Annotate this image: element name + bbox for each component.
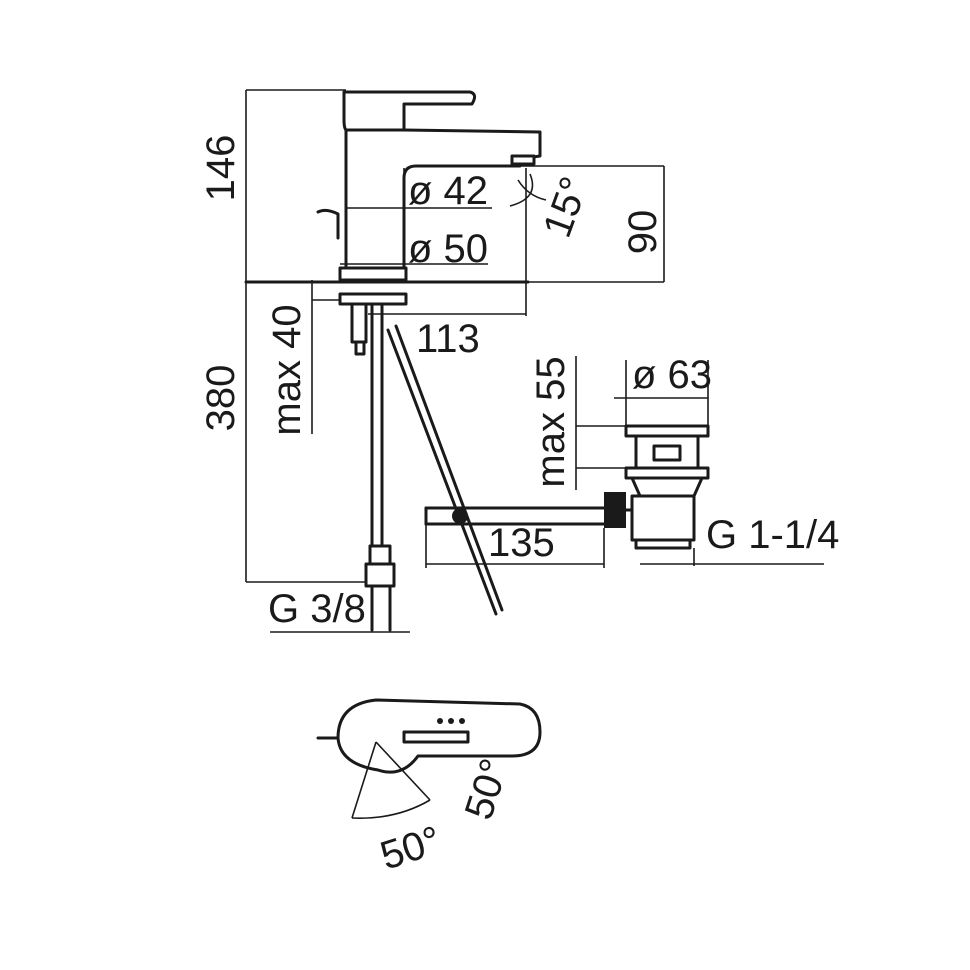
rod-joint (452, 508, 468, 524)
dim-146: 146 (199, 135, 243, 202)
popup-lever (316, 208, 340, 240)
base-ring (338, 266, 408, 282)
dim-113: 113 (416, 317, 480, 361)
faucet-side-view (244, 90, 542, 632)
rod-connector (604, 492, 626, 528)
dim-380: 380 (199, 365, 243, 432)
dimension-lines (245, 89, 824, 633)
dim-rotation-left: 50° (375, 818, 446, 879)
deck-washer (338, 292, 408, 306)
dim-rotation-right: 50° (457, 754, 518, 825)
dim-90: 90 (621, 210, 665, 255)
lever-slot (402, 730, 470, 744)
hose-nut-top (368, 544, 392, 566)
lever-handle (342, 90, 477, 132)
dim-spout-diameter: ø 42 (408, 169, 488, 213)
waste-valve (604, 424, 710, 550)
faucet-top-view (316, 698, 542, 819)
threaded-stud (350, 302, 368, 344)
dim-spout-angle: 15° (535, 171, 597, 243)
pull-rod (386, 324, 608, 616)
dim-body-diameter: ø 50 (408, 227, 488, 271)
hose-nut (364, 562, 396, 588)
aerator (510, 154, 536, 166)
dim-135: 135 (488, 521, 555, 565)
dim-waste-thread: G 1-1/4 (706, 513, 839, 557)
dim-max-55: max 55 (529, 356, 573, 487)
dim-waste-diameter: ø 63 (632, 353, 712, 397)
dim-hose-thread: G 3/8 (268, 587, 366, 631)
rotation-axis (351, 741, 377, 819)
dim-max-40: max 40 (265, 304, 309, 435)
